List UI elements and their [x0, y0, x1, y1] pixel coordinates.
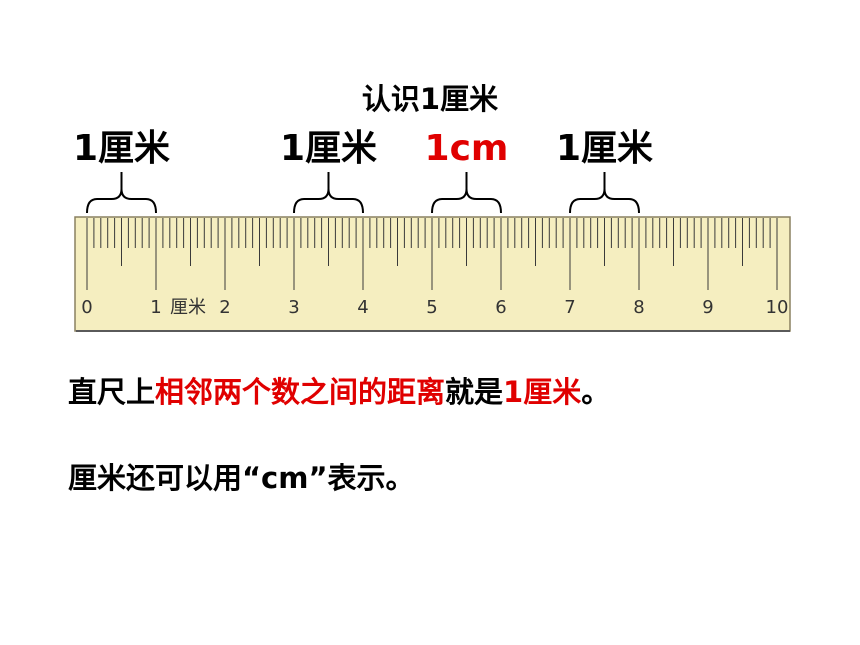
ruler-number: 3: [288, 297, 299, 318]
ruler-number: 0: [81, 297, 92, 318]
ruler-numbers: 0 1 2 3 4 5 6 7 8 9 10: [81, 297, 788, 318]
ruler-number: 4: [357, 297, 368, 318]
ruler-number: 1: [150, 297, 161, 318]
ruler-number: 7: [564, 297, 575, 318]
sentence1-period: 。: [581, 375, 611, 409]
ruler-number: 5: [426, 297, 437, 318]
sentence1-part1: 直尺上: [68, 375, 156, 409]
brace: [569, 172, 640, 214]
segment-label: 1cm: [425, 128, 509, 169]
ruler-number: 10: [766, 297, 789, 318]
ruler-number: 6: [495, 297, 506, 318]
braces: [86, 172, 640, 214]
segment-label: 1厘米: [556, 128, 653, 169]
segment-label: 1厘米: [280, 128, 377, 169]
segment-labels: 1厘米 1厘米 1cm 1厘米: [73, 128, 653, 169]
sentence-ruler-distance: 直尺上相邻两个数之间的距离就是1厘米。: [68, 369, 610, 411]
segment-label: 1厘米: [73, 128, 170, 169]
ruler-number: 2: [219, 297, 230, 318]
sentence1-highlight: 相邻两个数之间的距离: [155, 375, 446, 409]
ruler-number: 9: [702, 297, 713, 318]
ruler-ticks: [86, 218, 778, 290]
brace: [86, 172, 157, 214]
ruler-unit-label: 厘米: [170, 297, 206, 318]
sentence-cm-notation: 厘米还可以用“cm”表示。: [68, 461, 415, 495]
sentence1-unit: 1厘米: [503, 375, 582, 409]
sentence1-part3: 就是: [445, 375, 504, 409]
brace: [431, 172, 502, 214]
page-title: 认识1厘米: [361, 82, 499, 116]
brace: [293, 172, 364, 214]
ruler-number: 8: [633, 297, 644, 318]
